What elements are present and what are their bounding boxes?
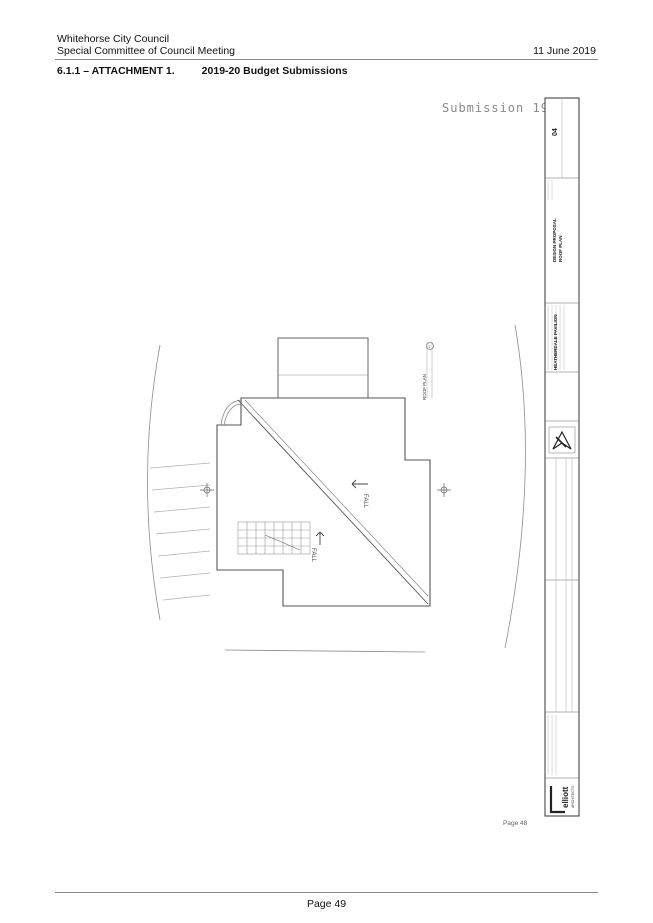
logo-sub: ARCHITECTS <box>571 785 575 808</box>
header-org: Whitehorse City Council <box>57 33 170 45</box>
drawing-subtitle: ROOF PLAN <box>558 236 563 263</box>
parking-bays <box>149 462 211 601</box>
header-date: 11 June 2019 <box>533 45 596 57</box>
solar-panel-array <box>237 521 311 555</box>
architect-logo: elliott ARCHITECTS <box>549 785 575 814</box>
scale-badge: 1 <box>428 344 431 349</box>
ridge-line <box>237 399 429 605</box>
plan-label-text: ROOF PLAN <box>422 374 427 400</box>
submission-stamp: Submission 19 <box>442 101 549 115</box>
annex-block <box>277 337 369 399</box>
header-row: Special Committee of Council Meeting 11 … <box>57 45 596 58</box>
building-outline <box>216 397 431 607</box>
drawing-title: DESIGN PROPOSAL <box>552 218 557 262</box>
project-name: HEATHERDALE PAVILION <box>553 314 558 370</box>
inner-page-number: Page 48 <box>503 820 528 827</box>
gridline-markers <box>200 483 451 497</box>
footer-rule <box>55 892 598 893</box>
sheet-number: 04 <box>552 128 559 136</box>
attachment-ref: 6.1.1 – ATTACHMENT 1. <box>57 65 175 77</box>
north-arrow-icon <box>548 426 576 454</box>
header-rule <box>55 58 598 60</box>
logo-text: elliott <box>561 786 570 808</box>
fall-label-2: FALL <box>310 548 316 563</box>
attachment-title: 2019-20 Budget Submissions <box>201 65 348 77</box>
ridge-line-2 <box>244 399 429 597</box>
fall-arrow-2 <box>315 531 325 545</box>
attachment-heading: 6.1.1 – ATTACHMENT 1. 2019-20 Budget Sub… <box>57 65 348 77</box>
plan-label: ROOF PLAN 1 <box>422 342 434 400</box>
title-block: 04 DESIGN PROPOSAL ROOF PLAN HEATHERDALE… <box>544 97 580 817</box>
header-meeting: Special Committee of Council Meeting <box>57 45 235 57</box>
site-context-lines <box>147 324 526 653</box>
fall-label-1: FALL <box>362 494 368 509</box>
page-number: Page 49 <box>306 898 347 910</box>
fall-arrow-1 <box>351 479 368 489</box>
